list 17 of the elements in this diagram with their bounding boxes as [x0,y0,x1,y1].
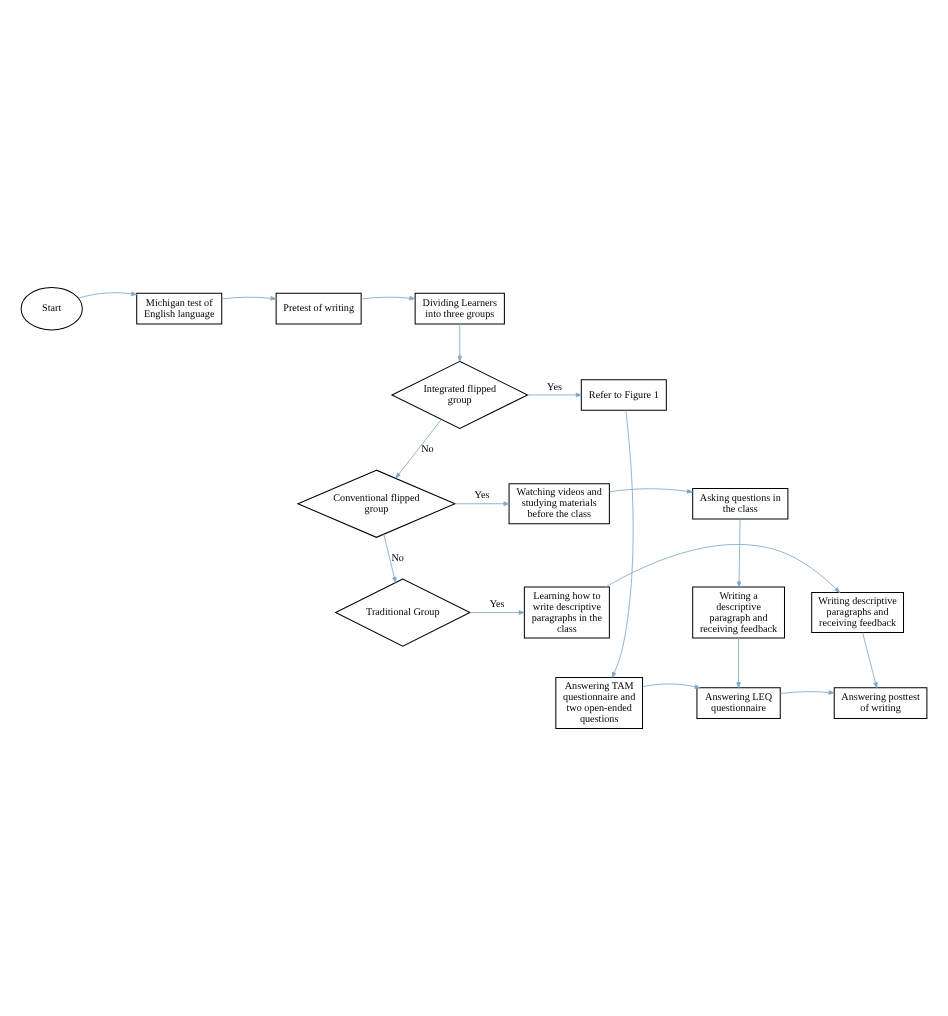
arrow [457,323,462,362]
arrow [780,690,835,695]
arrow [395,419,442,479]
arrow [605,544,841,593]
arrow [469,610,525,615]
arrow [609,488,693,494]
arrow [642,683,701,689]
arrow [736,518,742,588]
arrow [77,291,138,299]
arrow [736,637,741,689]
arrow [454,501,510,506]
arrow [527,392,582,398]
arrow [221,296,277,301]
arrow [383,534,397,583]
arrow [862,632,878,689]
arrow [360,295,416,301]
arrow [611,409,634,678]
